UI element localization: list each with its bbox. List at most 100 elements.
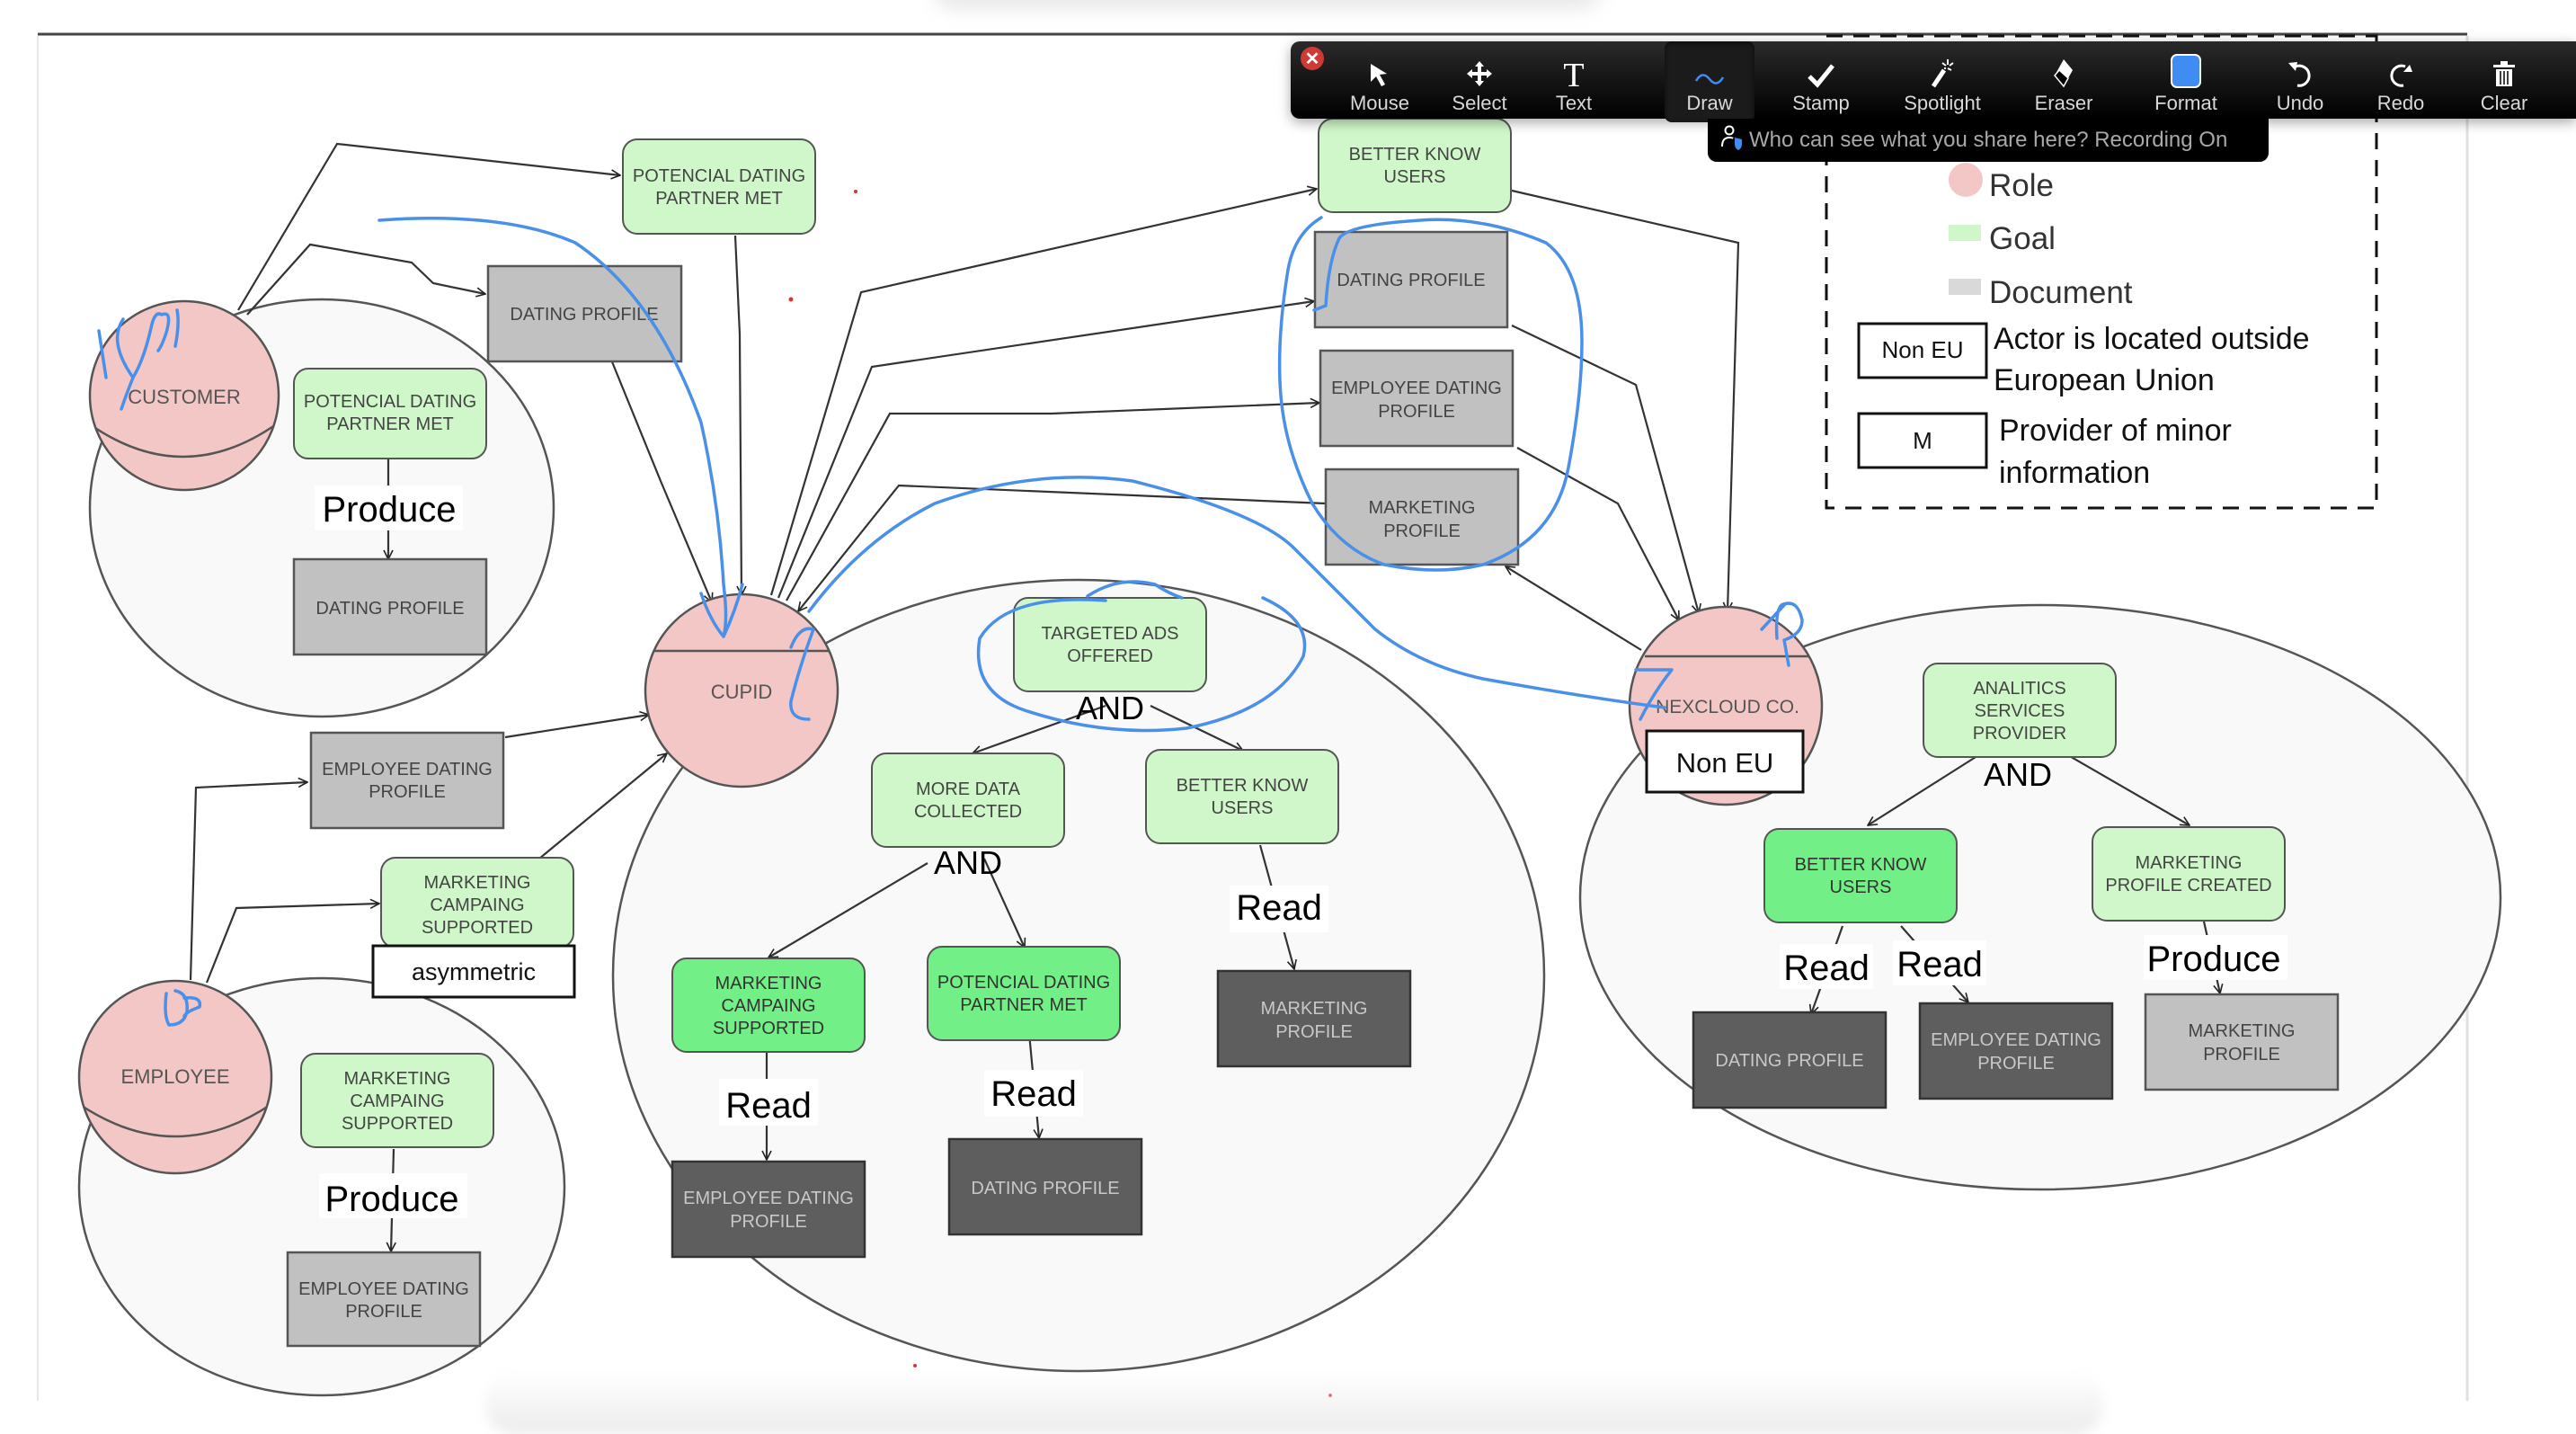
link-right-mktprofile-cupid xyxy=(798,484,1327,611)
relation-read-label: Read xyxy=(1896,945,1983,984)
dependum-emp-profile[interactable]: EMPLOYEE DATING PROFILE xyxy=(309,731,505,830)
doc-label: DATING PROFILE xyxy=(1715,1051,1863,1071)
link-targeted-moredata xyxy=(973,704,1106,753)
goal-label: SUPPORTED xyxy=(713,1019,824,1038)
actor-nexcloud[interactable]: NEXCLOUD CO. Non EU xyxy=(1628,605,1824,806)
goal-employee-mkt[interactable]: MARKETING CAMPAING SUPPORTED xyxy=(300,1053,494,1148)
goal-more-data[interactable]: MORE DATA COLLECTED xyxy=(871,753,1065,848)
goal-label: PARTNER MET xyxy=(655,189,783,209)
goal-label: COLLECTED xyxy=(914,802,1022,822)
close-toolbar-button[interactable]: ✕ xyxy=(1301,47,1324,70)
tool-mouse[interactable]: Mouse xyxy=(1334,41,1426,119)
annotation-cupid-c xyxy=(789,627,815,721)
tool-format[interactable]: Format xyxy=(2134,41,2238,119)
dependum-potencial[interactable]: POTENCIAL DATING PARTNER MET xyxy=(622,138,816,235)
annotation-targeted-ads-circle xyxy=(976,580,1307,733)
goal-label: MARKETING xyxy=(715,974,822,993)
tool-select[interactable]: Select xyxy=(1435,41,1524,119)
doc-label: DATING PROFILE xyxy=(1337,271,1485,290)
tool-label: Redo xyxy=(2376,92,2425,114)
doc-customer-dating-profile[interactable]: DATING PROFILE xyxy=(292,557,488,656)
goal-customer-potencial[interactable]: POTENCIAL DATING PARTNER MET xyxy=(293,368,487,459)
dependum-dating-profile[interactable]: DATING PROFILE xyxy=(486,264,683,363)
doc-label: MARKETING xyxy=(2189,1021,2296,1041)
doc-label: EMPLOYEE DATING xyxy=(1931,1030,2101,1050)
goal-label: PARTNER MET xyxy=(960,995,1088,1015)
doc-label: PROFILE xyxy=(1383,521,1461,541)
goal-cupid-better-know[interactable]: BETTER KNOW USERS xyxy=(1145,749,1339,844)
goal-cupid-mkt[interactable]: MARKETING CAMPAING SUPPORTED xyxy=(671,957,866,1053)
share-visibility-notice[interactable]: Who can see what you share here? Recordi… xyxy=(1708,119,2269,162)
move-arrows-icon xyxy=(1465,47,1494,88)
relation-read-label: Read xyxy=(725,1086,812,1126)
relation-bg xyxy=(1893,940,1986,985)
goal-label: MORE DATA xyxy=(916,779,1021,799)
actor-employee[interactable]: EMPLOYEE xyxy=(77,979,273,1175)
goal-label: PROVIDER xyxy=(1973,724,2066,744)
doc-nexcloud-mkt[interactable]: MARKETING PROFILE xyxy=(2144,993,2340,1091)
goal-label: MARKETING xyxy=(2136,853,2243,873)
relation-bg xyxy=(719,1079,818,1126)
link-customer-datingprofile xyxy=(246,243,485,316)
dependum-better-know[interactable]: BETTER KNOW USERS xyxy=(1318,118,1512,213)
tool-clear[interactable]: Clear xyxy=(2464,41,2545,119)
red-speck xyxy=(854,190,857,193)
goal-label: CAMPAING xyxy=(721,996,815,1016)
user-shield-icon xyxy=(1720,125,1744,156)
goal-label: USERS xyxy=(1384,167,1446,187)
actor-cupid[interactable]: CUPID xyxy=(644,592,839,788)
dependum-mkt-campaign[interactable]: MARKETING CAMPAING SUPPORTED xyxy=(380,857,574,949)
eraser-icon xyxy=(2051,47,2076,88)
tool-draw[interactable]: Draw xyxy=(1665,41,1754,122)
doc-nexcloud-dating[interactable]: DATING PROFILE xyxy=(1692,1011,1888,1109)
goal-targeted-ads[interactable]: TARGETED ADS OFFERED xyxy=(1013,597,1207,692)
svg-text:T: T xyxy=(1563,58,1584,88)
tool-stamp[interactable]: Stamp xyxy=(1776,41,1866,119)
tool-label: Select xyxy=(1452,92,1507,114)
goal-nexcloud-better[interactable]: BETTER KNOW USERS xyxy=(1763,828,1958,923)
tool-eraser[interactable]: Eraser xyxy=(2019,41,2109,119)
trash-icon xyxy=(2492,47,2516,88)
tool-label: Clear xyxy=(2480,92,2528,114)
goal-label: POTENCIAL DATING xyxy=(633,166,805,186)
annotation-strokes[interactable] xyxy=(97,216,1804,1027)
doc-nexcloud-emp[interactable]: EMPLOYEE DATING PROFILE xyxy=(1918,1002,2114,1100)
and-decomposition-label: AND xyxy=(1076,690,1144,726)
doc-label: PROFILE xyxy=(369,782,446,802)
doc-cupid-emp[interactable]: EMPLOYEE DATING PROFILE xyxy=(671,1160,866,1259)
goal-cupid-potencial[interactable]: POTENCIAL DATING PARTNER MET xyxy=(927,946,1121,1041)
doc-employee-empprofile[interactable]: EMPLOYEE DATING PROFILE xyxy=(286,1251,482,1348)
goal-mkt-profile-created[interactable]: MARKETING PROFILE CREATED xyxy=(2092,826,2286,922)
tool-spotlight[interactable]: Spotlight xyxy=(1888,41,1996,119)
non-eu-tag-label: Non EU xyxy=(1676,747,1774,779)
link-moredata-pot xyxy=(982,858,1025,948)
doc-label: MARKETING xyxy=(1261,999,1368,1019)
link-empprofile-cupid xyxy=(504,715,649,739)
actor-customer[interactable]: CUSTOMER xyxy=(88,299,280,492)
tool-text[interactable]: T Text xyxy=(1533,41,1614,119)
legend-goal-swatch xyxy=(1949,225,1981,241)
actor-label: CUSTOMER xyxy=(128,386,241,408)
goal-label: USERS xyxy=(1212,798,1274,818)
dependum-right-emp-profile[interactable]: EMPLOYEE DATING PROFILE xyxy=(1319,349,1515,448)
goal-analytics[interactable]: ANALITICS SERVICES PROVIDER xyxy=(1923,663,2117,758)
legend-document-swatch xyxy=(1949,279,1981,295)
goal-label: BETTER KNOW xyxy=(1795,855,1927,875)
link-cupid-right-datingprofile xyxy=(777,301,1314,599)
link-right-datingprofile-nexcloud xyxy=(1511,325,1699,613)
goal-label: MARKETING xyxy=(344,1069,451,1089)
format-color-swatch xyxy=(2171,54,2201,88)
annotation-nexcloud-p xyxy=(1760,601,1804,667)
tool-redo[interactable]: Redo xyxy=(2360,41,2441,119)
tool-undo[interactable]: Undo xyxy=(2260,41,2341,119)
tool-label: Text xyxy=(1555,92,1593,114)
doc-cupid-mkt[interactable]: MARKETING PROFILE xyxy=(1216,969,1412,1068)
non-eu-tag xyxy=(1645,729,1805,794)
dependum-right-dating-profile[interactable]: DATING PROFILE xyxy=(1313,230,1509,329)
tool-label: Eraser xyxy=(2034,92,2093,114)
link-employee-empprofile xyxy=(189,782,307,981)
doc-cupid-dating[interactable]: DATING PROFILE xyxy=(947,1137,1143,1236)
relation-produce-label: Produce xyxy=(325,1180,459,1219)
dependum-right-mkt-profile[interactable]: MARKETING PROFILE xyxy=(1324,468,1520,566)
